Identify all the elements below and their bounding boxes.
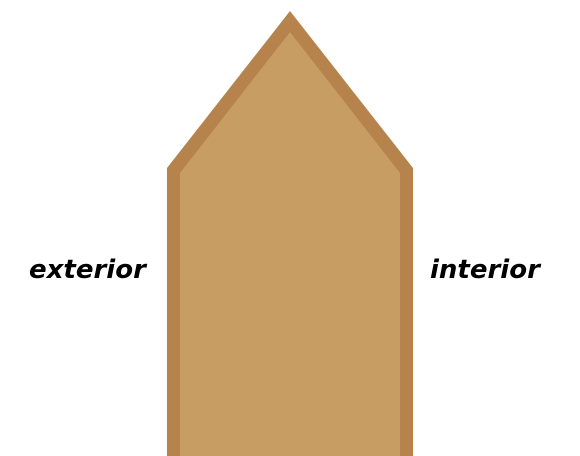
exterior-label: exterior (29, 255, 146, 285)
interior-label: interior (430, 255, 540, 285)
picket-board-face (180, 32, 400, 456)
